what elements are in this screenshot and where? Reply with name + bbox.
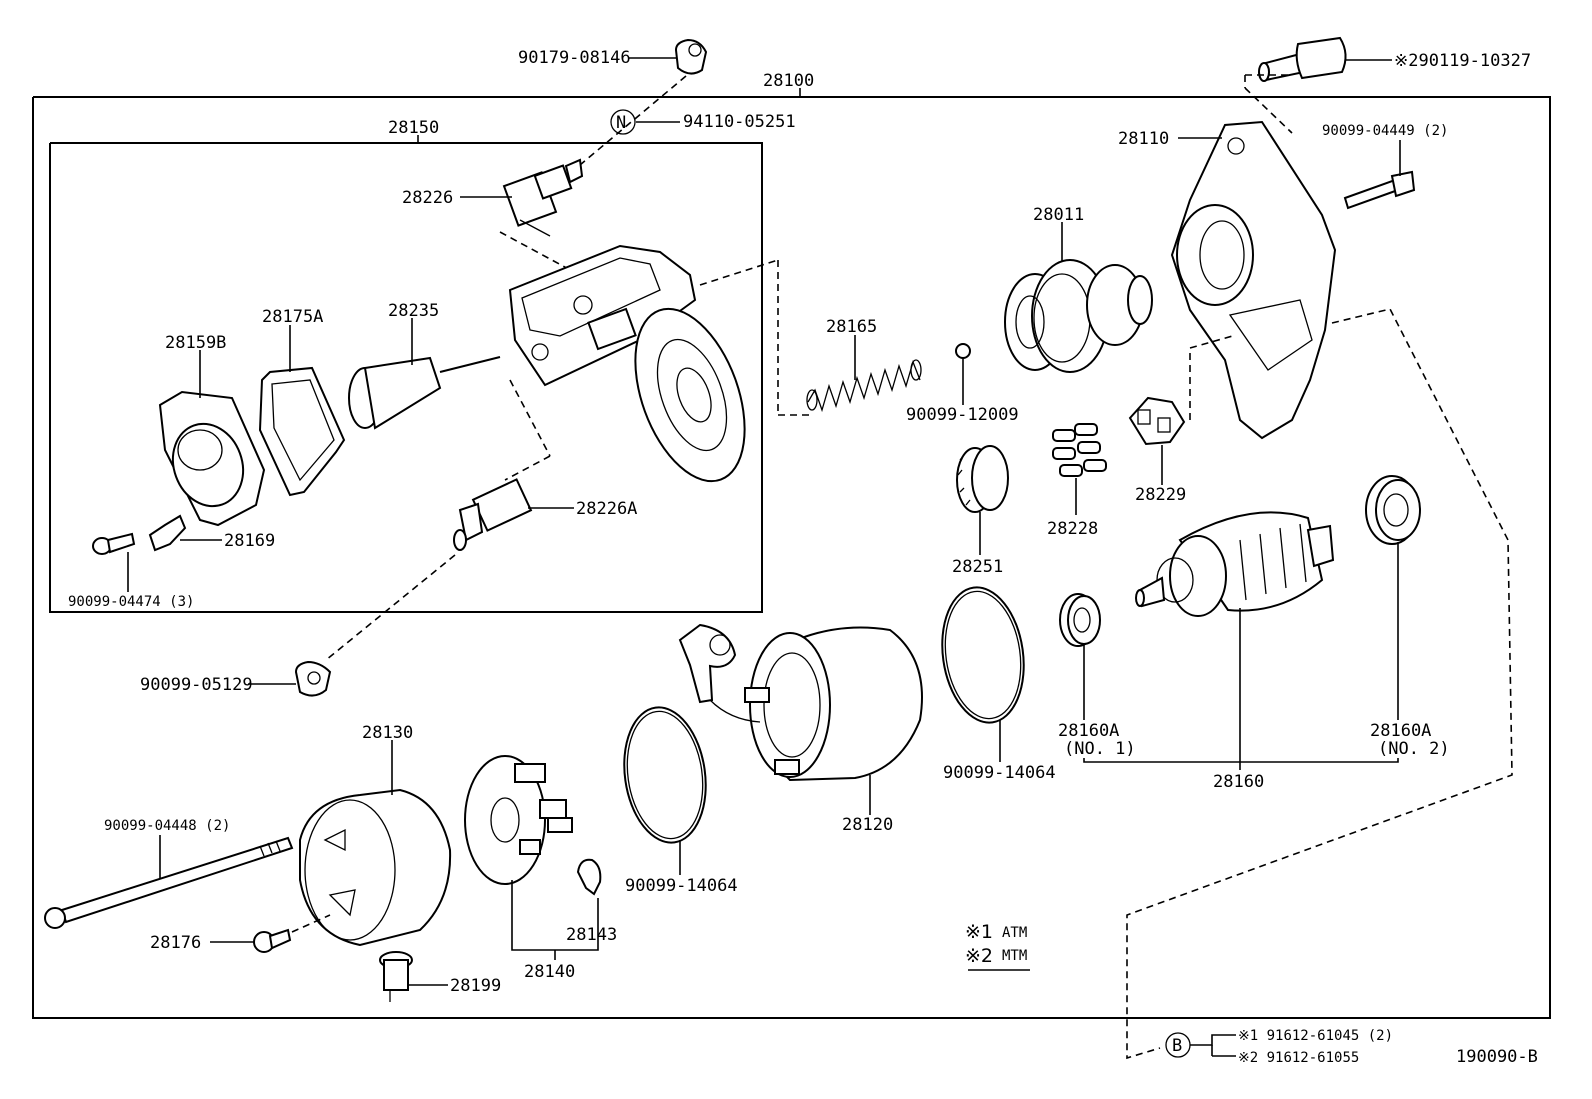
label-28159b: 28159B	[165, 333, 226, 353]
label-28169: 28169	[224, 531, 275, 551]
nut-90099-05129	[294, 660, 332, 697]
housing-28110	[1170, 120, 1337, 440]
label-28011: 28011	[1033, 205, 1084, 225]
label-28130: 28130	[362, 723, 413, 743]
terminal-28226a	[453, 478, 533, 551]
label-28110: 28110	[1118, 129, 1169, 149]
screw-90099-04474	[92, 532, 136, 555]
dash-path-right	[1126, 308, 1513, 1060]
label-28150: 28150	[388, 118, 439, 138]
label-28143: 28143	[566, 925, 617, 945]
label-28160a-no1-sub: (NO. 1)	[1064, 739, 1136, 759]
figure-code: 190090-B	[1456, 1047, 1538, 1067]
clip-28169	[148, 514, 187, 552]
o-ring-90099-14064-left	[623, 706, 707, 844]
label-90099-04474: 90099-04474 (3)	[68, 594, 194, 610]
label-94110-05251: 94110-05251	[683, 112, 796, 132]
label-28160a-no1: 28160A	[1058, 721, 1119, 741]
bearing-28160a-no2	[1365, 475, 1421, 545]
label-28160a-no2: 28160A	[1370, 721, 1431, 741]
label-28229: 28229	[1135, 485, 1186, 505]
legend-2-mark: ※2	[965, 945, 993, 967]
label-28228: 28228	[1047, 519, 1098, 539]
terminal-28226	[502, 158, 584, 237]
cap-nut-90179-08146	[674, 38, 708, 75]
label-28100: 28100	[763, 71, 814, 91]
label-28175a: 28175A	[262, 307, 323, 327]
label-90099-04448: 90099-04448 (2)	[104, 818, 230, 834]
label-28199: 28199	[450, 976, 501, 996]
label-90099-12009: 90099-12009	[906, 405, 1019, 425]
frame-28150	[49, 142, 763, 613]
solenoid-housing	[508, 244, 746, 483]
ball-90099-12009	[955, 343, 971, 359]
brush-28199	[379, 951, 413, 1002]
label-90099-04449: 90099-04449 (2)	[1322, 123, 1448, 139]
bolt-90119-10327	[1258, 36, 1347, 82]
label-28176: 28176	[150, 933, 201, 953]
through-bolt-90099-04448	[44, 836, 294, 929]
n-marker-letter: N	[616, 113, 626, 133]
label-28226: 28226	[402, 188, 453, 208]
frame-28100	[32, 96, 1551, 1019]
label-28160a-no2-sub: (NO. 2)	[1378, 739, 1450, 759]
label-90099-05129: 90099-05129	[140, 675, 253, 695]
spring-28165	[806, 359, 922, 413]
screw-28176	[253, 928, 292, 953]
brush-holder-28140	[464, 755, 573, 885]
clutch-28011	[1004, 259, 1153, 373]
label-90099-14064-right: 90099-14064	[943, 763, 1056, 783]
bolt-90099-04449	[1343, 170, 1416, 210]
label-28226a: 28226A	[576, 499, 637, 519]
b-note-2: ※2 91612-61055	[1238, 1050, 1359, 1066]
clip-28143	[576, 858, 602, 896]
label-28251: 28251	[952, 557, 1003, 577]
label-28120: 28120	[842, 815, 893, 835]
b-marker-letter: B	[1172, 1036, 1182, 1056]
cover-28159b	[158, 390, 266, 527]
plunger-28235	[348, 356, 501, 430]
label-90099-14064-left: 90099-14064	[625, 876, 738, 896]
bearing-28160a-no1	[1059, 593, 1101, 647]
gasket-28175a	[258, 366, 346, 497]
end-frame-28130	[299, 788, 452, 947]
label-28235: 28235	[388, 301, 439, 321]
yoke-28120	[678, 623, 923, 782]
n-marker-circle	[610, 109, 636, 135]
rollers-28228	[1052, 423, 1107, 477]
label-28160: 28160	[1213, 772, 1264, 792]
b-note-1: ※1 91612-61045 (2)	[1238, 1028, 1393, 1044]
label-28165: 28165	[826, 317, 877, 337]
label-28140: 28140	[524, 962, 575, 982]
legend-1-mark: ※1	[965, 921, 993, 943]
legend-2-text: MTM	[1002, 948, 1027, 964]
label-90119-10327: ※290119-10327	[1394, 51, 1531, 71]
o-ring-90099-14064-right	[941, 586, 1025, 724]
label-90179-08146: 90179-08146	[518, 48, 631, 68]
retainer-28229	[1128, 396, 1186, 446]
legend-1-text: ATM	[1002, 925, 1027, 941]
armature-28160	[1135, 511, 1335, 617]
gear-28251	[956, 445, 1009, 513]
